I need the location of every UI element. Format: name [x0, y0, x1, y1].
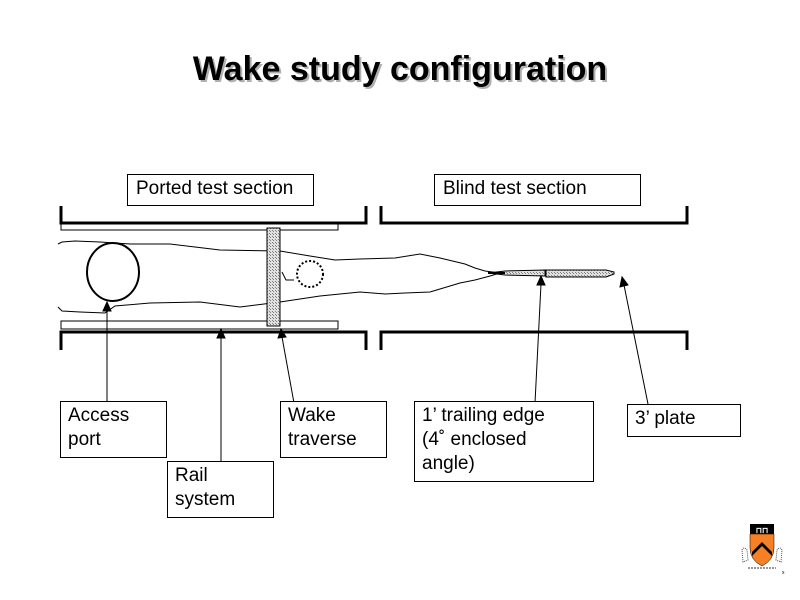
upper-rail [60, 223, 339, 231]
access-port-circle [86, 242, 140, 302]
ported-upper-wall [59, 206, 368, 225]
princeton-shield-icon: ⊓⊓ x [741, 524, 785, 576]
trailing-edge-wedge [487, 269, 546, 277]
wake-traverse-arrowhead [277, 327, 287, 339]
plate-leader [623, 284, 649, 405]
ported-section-label: Ported test section [127, 174, 314, 206]
lower-rail [60, 320, 339, 330]
plate-arrowhead [619, 275, 629, 288]
wake-upper-boundary [57, 240, 501, 274]
ported-lower-wall [59, 330, 368, 350]
rail-system-arrowhead [216, 327, 226, 339]
svg-text:x: x [782, 570, 785, 576]
slide-title: Wake study configuration [192, 50, 608, 88]
plate-callout: 3’ plate [627, 404, 741, 437]
plate [545, 269, 615, 278]
trailing-edge-arrowhead [536, 274, 546, 286]
wake-traverse-bar [266, 227, 281, 327]
wake-traverse-leader [281, 336, 295, 404]
trailing-edge-leader [534, 283, 542, 404]
probe-dashed-circle [296, 260, 324, 288]
access-port-callout: Access port [60, 401, 167, 458]
blind-upper-wall [379, 206, 689, 225]
svg-text:⊓⊓: ⊓⊓ [756, 526, 768, 535]
access-port-arrowhead [102, 300, 112, 312]
trailing-edge-callout: 1’ trailing edge (4˚ enclosed angle) [414, 401, 594, 482]
blind-lower-wall [379, 330, 689, 350]
wake-traverse-callout: Wake traverse [280, 401, 387, 458]
rail-system-callout: Rail system [167, 461, 274, 518]
probe-lead [281, 271, 294, 281]
blind-section-label: Blind test section [434, 174, 641, 206]
wake-lower-boundary [57, 272, 501, 314]
